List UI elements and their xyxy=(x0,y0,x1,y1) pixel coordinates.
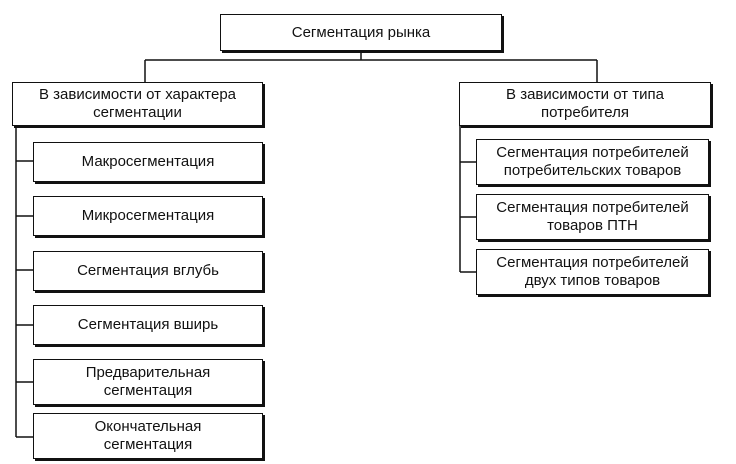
root-node-label: Сегментация рынка xyxy=(291,23,431,41)
right-child-3-label: Сегментация потребителей двух типов това… xyxy=(496,254,689,289)
right-child-1: Сегментация потребителей потребительских… xyxy=(476,139,709,185)
left-child-2-label: Микросегментация xyxy=(81,207,215,224)
left-branch-header-label: В зависимости от характера сегментации xyxy=(38,86,237,121)
left-child-1-label: Макросегментация xyxy=(81,153,215,170)
left-child-3-label: Сегментация вглубь xyxy=(77,262,219,279)
right-branch-header-label: В зависимости от типа потребителя xyxy=(506,86,664,121)
left-child-4-label: Сегментация вширь xyxy=(77,316,219,333)
left-child-6: Окончательная сегментация xyxy=(33,413,263,459)
right-child-2: Сегментация потребителей товаров ПТН xyxy=(476,194,709,240)
left-child-6-label: Окончательная сегментация xyxy=(94,418,202,453)
right-child-3: Сегментация потребителей двух типов това… xyxy=(476,249,709,295)
right-child-1-label: Сегментация потребителей потребительских… xyxy=(496,144,689,179)
left-child-1: Макросегментация xyxy=(33,142,263,182)
left-child-4: Сегментация вширь xyxy=(33,305,263,345)
left-branch-header: В зависимости от характера сегментации xyxy=(12,82,263,126)
right-branch-header: В зависимости от типа потребителя xyxy=(459,82,711,126)
root-node: Сегментация рынка xyxy=(220,14,502,51)
left-child-5: Предварительная сегментация xyxy=(33,359,263,405)
right-child-2-label: Сегментация потребителей товаров ПТН xyxy=(496,199,689,234)
left-child-5-label: Предварительная сегментация xyxy=(85,364,211,399)
left-child-3: Сегментация вглубь xyxy=(33,251,263,291)
left-child-2: Микросегментация xyxy=(33,196,263,236)
